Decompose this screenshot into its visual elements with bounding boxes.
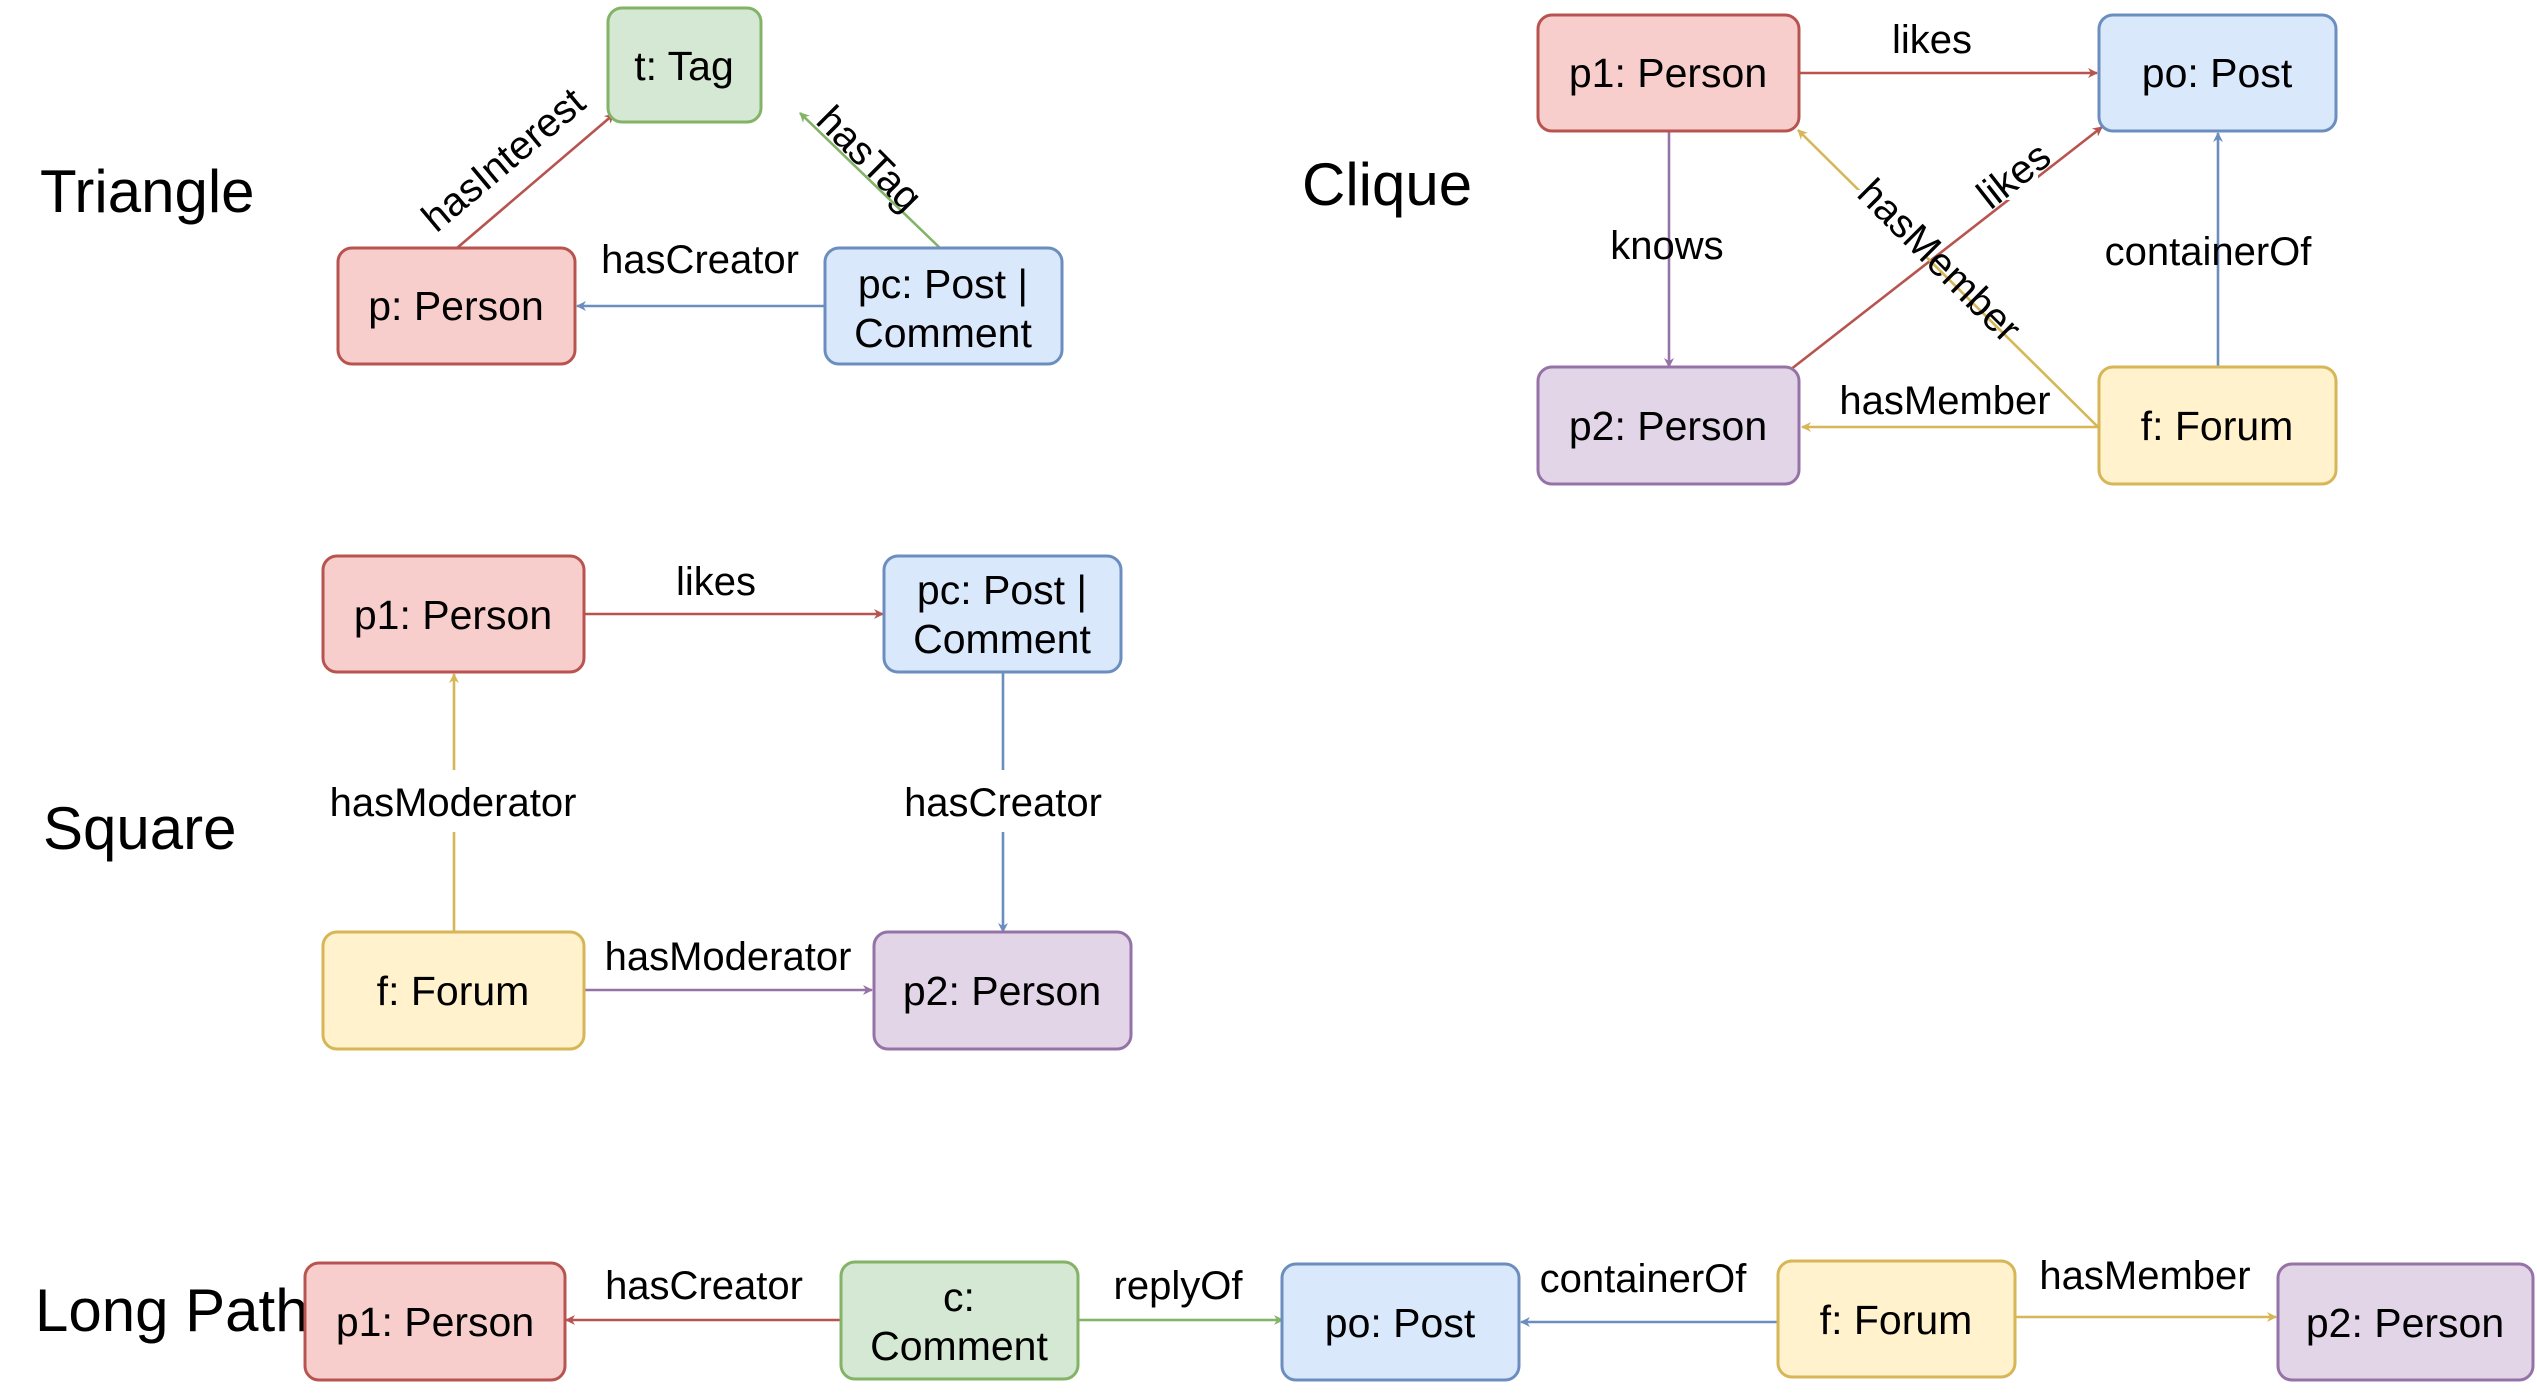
- node-post-comment: pc: Post | Comment: [823, 246, 1064, 366]
- node-label: p1: Person: [336, 1299, 534, 1345]
- edge-label-hasCreator: hasCreator: [904, 781, 1102, 825]
- clique-section: Clique likes knows containerOf hasMember…: [1302, 13, 2338, 486]
- label-mask: [1960, 148, 2038, 200]
- edge-label-knows: knows: [1610, 224, 1723, 268]
- long-path-section: Long Path hasCreator replyOf containerOf…: [35, 1254, 2535, 1382]
- edge-label-hasCreator: hasCreator: [605, 1264, 803, 1308]
- edge-label-hasCreator: hasCreator: [601, 238, 799, 282]
- clique-title: Clique: [1302, 151, 1472, 218]
- node-forum: f: Forum: [321, 930, 586, 1051]
- node-p2-person: p2: Person: [1536, 365, 1801, 486]
- triangle-section: Triangle hasInterest hasTag hasCreator t…: [40, 6, 1064, 366]
- edge-label-hasInterest: hasInterest: [414, 80, 594, 241]
- node-label: po: Post: [1325, 1300, 1476, 1346]
- node-label: p: Person: [368, 283, 544, 329]
- node-label: f: Forum: [2141, 403, 2294, 449]
- node-label: p2: Person: [903, 968, 1101, 1014]
- node-label: Comment: [913, 616, 1091, 662]
- edge-label-hasModerator-bottom: hasModerator: [605, 935, 852, 979]
- label-mask: [890, 770, 1116, 832]
- label-mask: [1816, 190, 1926, 260]
- edge-label-likes: likes: [676, 560, 756, 604]
- node-label: Comment: [854, 310, 1032, 356]
- node-label: t: Tag: [634, 43, 734, 89]
- node-post-comment: pc: Post | Comment: [882, 554, 1123, 674]
- node-label: pc: Post |: [858, 261, 1028, 307]
- edge-hasInterest: [456, 113, 615, 249]
- node-label: p2: Person: [2306, 1300, 2504, 1346]
- edge-likes-diag: [1789, 125, 2103, 372]
- edge-label-hasModerator-left: hasModerator: [330, 781, 577, 825]
- node-label: f: Forum: [377, 968, 530, 1014]
- square-title: Square: [43, 795, 236, 862]
- node-label: c:: [943, 1274, 975, 1320]
- node-comment: c: Comment: [839, 1260, 1080, 1381]
- node-forum: f: Forum: [2097, 365, 2338, 486]
- edge-label-hasMember-bottom: hasMember: [1839, 379, 2050, 423]
- edge-label-likes-top: likes: [1892, 18, 1972, 62]
- node-label: Comment: [870, 1323, 1048, 1369]
- node-label: f: Forum: [1820, 1297, 1973, 1343]
- node-label: p1: Person: [1569, 50, 1767, 96]
- node-label: pc: Post |: [917, 567, 1087, 613]
- node-p1-person: p1: Person: [1536, 13, 1801, 133]
- edge-label-likes-diag: likes: [1969, 134, 2059, 218]
- node-forum: f: Forum: [1776, 1259, 2017, 1379]
- edge-label-replyOf: replyOf: [1114, 1264, 1244, 1308]
- edge-label-hasMember: hasMember: [2039, 1254, 2250, 1298]
- node-label: p1: Person: [354, 592, 552, 638]
- triangle-title: Triangle: [40, 158, 255, 225]
- edge-hasMember-diag: [1797, 129, 2099, 428]
- edge-label-hasTag: hasTag: [808, 98, 930, 220]
- edge-hasTag: [799, 112, 941, 249]
- long-path-title: Long Path: [35, 1277, 309, 1344]
- node-tag: t: Tag: [606, 6, 763, 124]
- node-label: p2: Person: [1569, 403, 1767, 449]
- node-po-post: po: Post: [1280, 1262, 1521, 1382]
- square-section: Square likes hasModerator hasCreator has…: [43, 554, 1133, 1051]
- node-p2-person: p2: Person: [2276, 1262, 2535, 1382]
- node-label: po: Post: [2142, 50, 2293, 96]
- node-po-post: po: Post: [2097, 13, 2338, 133]
- edge-label-containerOf: containerOf: [2105, 230, 2313, 274]
- label-mask: [310, 770, 600, 832]
- node-p1-person: p1: Person: [303, 1261, 567, 1382]
- node-person: p: Person: [336, 246, 577, 366]
- edge-label-containerOf: containerOf: [1540, 1257, 1748, 1301]
- node-p1-person: p1: Person: [321, 554, 586, 674]
- node-p2-person: p2: Person: [872, 930, 1133, 1051]
